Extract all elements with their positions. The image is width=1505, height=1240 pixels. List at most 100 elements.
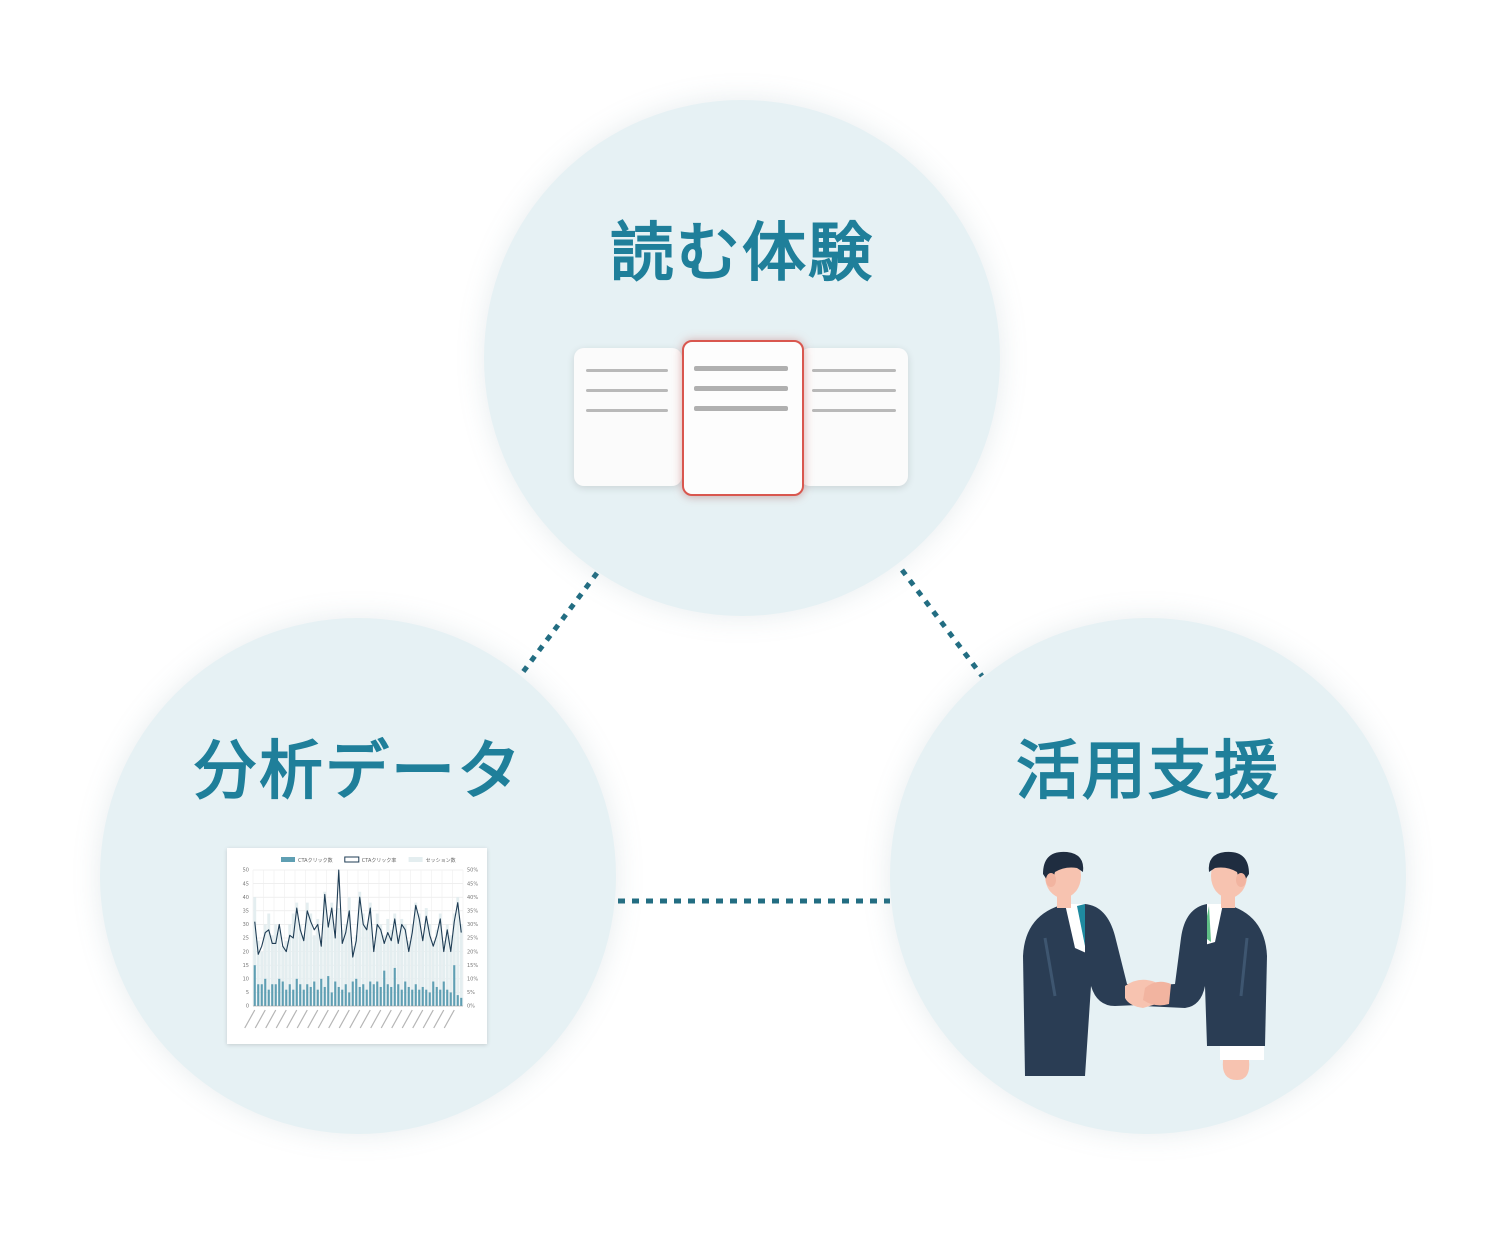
y-tick-left: 50 xyxy=(243,868,249,874)
session-col xyxy=(407,940,411,1006)
cta-bar xyxy=(260,984,263,1006)
x-tick-label-mark xyxy=(265,1009,277,1029)
cta-bar xyxy=(264,978,267,1006)
cta-bar xyxy=(379,986,382,1006)
session-col xyxy=(452,913,456,1006)
series-cta-clicks xyxy=(253,965,463,1006)
session-col xyxy=(340,929,344,1006)
document-card-right xyxy=(800,348,908,486)
x-axis xyxy=(244,1005,463,1029)
x-tick-label-mark xyxy=(349,1009,361,1029)
cta-bar xyxy=(393,967,396,1006)
y-tick-left: 5 xyxy=(246,990,249,996)
cta-bar xyxy=(439,989,442,1006)
y-tick-right: 40% xyxy=(467,895,478,901)
x-tick-label-mark xyxy=(422,1009,434,1029)
session-col xyxy=(337,908,341,1006)
cta-bar xyxy=(348,992,351,1006)
session-col xyxy=(284,940,288,1006)
y-tick-left: 35 xyxy=(243,909,249,915)
session-col xyxy=(428,924,432,1006)
x-tick-label-mark xyxy=(296,1009,308,1029)
cta-bar xyxy=(271,984,274,1006)
cta-bar xyxy=(435,986,438,1006)
y-tick-right: 30% xyxy=(467,922,478,928)
session-col xyxy=(344,924,348,1006)
x-tick-label-mark xyxy=(317,1009,329,1029)
cta-bar xyxy=(257,984,260,1006)
person-left xyxy=(1023,851,1160,1076)
y-tick-right: 35% xyxy=(467,909,478,915)
y-tick-left: 0 xyxy=(246,1004,249,1010)
y-tick-right: 25% xyxy=(467,936,478,942)
x-tick-label-mark xyxy=(433,1009,445,1029)
cta-bar xyxy=(414,984,417,1006)
person-right xyxy=(1143,851,1267,1080)
legend-swatch-1 xyxy=(344,856,360,863)
cta-bar xyxy=(330,992,333,1006)
cta-bar xyxy=(442,981,445,1006)
y-tick-right: 0% xyxy=(467,1004,475,1010)
session-col xyxy=(270,935,274,1006)
cta-bar xyxy=(453,965,456,1006)
session-col xyxy=(403,924,407,1006)
y-tick-right: 45% xyxy=(467,881,478,887)
cta-bar xyxy=(446,989,449,1006)
cta-bar xyxy=(299,984,302,1006)
session-col xyxy=(330,902,334,1006)
session-col xyxy=(438,913,442,1006)
session-col xyxy=(365,924,369,1006)
session-col xyxy=(312,935,316,1006)
cta-bar xyxy=(418,989,421,1006)
y-tick-right: 15% xyxy=(467,963,478,969)
y-tick-left: 45 xyxy=(243,881,249,887)
x-tick-label-mark xyxy=(307,1009,319,1029)
x-tick-label-mark xyxy=(443,1009,455,1029)
session-col xyxy=(298,924,302,1006)
y-axis-right: 0%5%10%15%20%25%30%35%40%45%50% xyxy=(467,868,478,1010)
y-tick-right: 10% xyxy=(467,977,478,983)
y-tick-left: 40 xyxy=(243,895,249,901)
cta-bar xyxy=(425,989,428,1006)
session-col xyxy=(386,918,390,1006)
y-tick-right: 20% xyxy=(467,949,478,955)
session-col xyxy=(389,929,393,1006)
cta-bar xyxy=(313,981,316,1006)
session-col xyxy=(449,935,453,1006)
session-col xyxy=(417,913,421,1006)
y-tick-left: 25 xyxy=(243,936,249,942)
x-tick-label-mark xyxy=(244,1009,256,1029)
cta-bar xyxy=(428,992,431,1006)
session-col xyxy=(274,924,278,1006)
cta-bar xyxy=(302,989,305,1006)
cta-bar xyxy=(306,984,309,1006)
connector-reading-support xyxy=(900,568,984,678)
cta-rate-line xyxy=(254,869,462,958)
cta-bar xyxy=(421,986,424,1006)
session-col xyxy=(442,940,446,1006)
cta-bar xyxy=(456,995,459,1006)
session-col xyxy=(302,935,306,1006)
session-col xyxy=(361,913,365,1006)
node-support-title: 活用支援 xyxy=(1016,735,1280,809)
cta-bar xyxy=(334,981,337,1006)
cta-bar xyxy=(432,981,435,1006)
session-col xyxy=(256,940,260,1006)
cta-bar xyxy=(253,965,256,1006)
cta-bar xyxy=(460,997,463,1006)
session-col xyxy=(375,913,379,1006)
cta-bar xyxy=(341,989,344,1006)
session-col xyxy=(400,918,404,1006)
x-tick-label-mark xyxy=(286,1009,298,1029)
cta-bar xyxy=(323,986,326,1006)
handshake-hands xyxy=(1125,979,1171,1008)
cta-bar xyxy=(358,986,361,1006)
session-col xyxy=(316,918,320,1006)
cta-bar xyxy=(327,976,330,1006)
cta-bar xyxy=(281,981,284,1006)
session-col xyxy=(379,924,383,1006)
